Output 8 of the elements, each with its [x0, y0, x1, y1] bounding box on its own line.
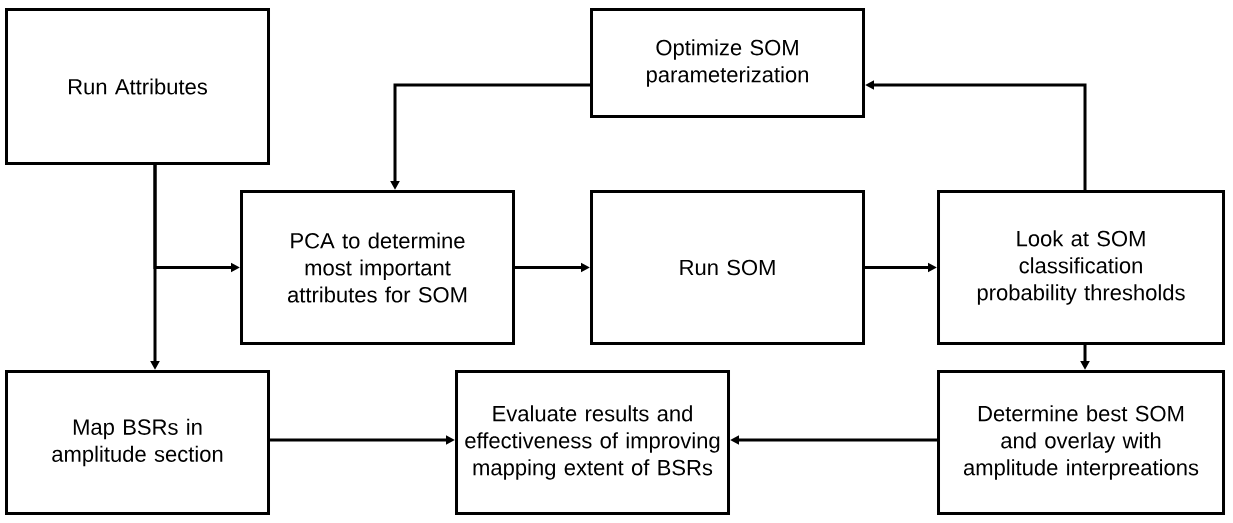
- process-box: PCA to determine most important attributes for SOM: [240, 190, 515, 345]
- process-box: Optimize SOM parameterization: [590, 8, 865, 118]
- process-box: Determine best SOM and overlay with amplitude interpreations: [937, 370, 1225, 515]
- process-box: Map BSRs in amplitude section: [5, 370, 270, 515]
- process-box: Look at SOM classification probability thresholds: [937, 190, 1225, 345]
- process-box: Run SOM: [590, 190, 865, 345]
- process-box: Run Attributes: [5, 8, 270, 165]
- process-box: Evaluate results and effectiveness of improving mapping extent of BSRs: [455, 370, 730, 515]
